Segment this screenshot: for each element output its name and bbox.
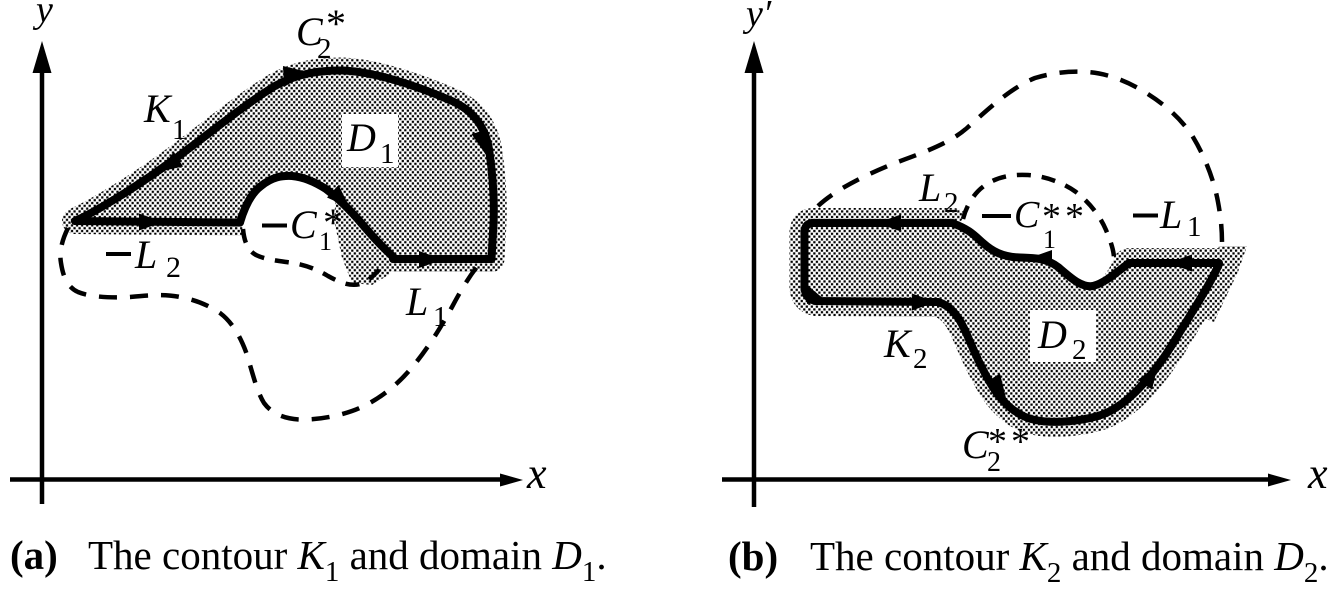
svg-text:K: K	[143, 86, 173, 131]
svg-text:*: *	[326, 1, 346, 46]
svg-text:1: 1	[433, 301, 448, 333]
svg-text:C: C	[296, 9, 324, 54]
svg-text:x: x	[1307, 449, 1328, 498]
svg-text:2: 2	[944, 187, 959, 219]
svg-text:x: x	[526, 449, 547, 498]
svg-text:2: 2	[987, 447, 1001, 478]
svg-text:K: K	[883, 321, 913, 366]
svg-text:y′: y′	[742, 0, 772, 35]
svg-text:**: **	[1042, 196, 1088, 238]
svg-text:The contour K2 and domain D2.: The contour K2 and domain D2.	[810, 533, 1329, 589]
svg-text:(a): (a)	[10, 532, 58, 578]
svg-text:L: L	[918, 165, 941, 210]
svg-text:D: D	[1037, 312, 1067, 357]
svg-text:y: y	[32, 0, 53, 31]
svg-text:C: C	[962, 422, 990, 467]
svg-text:2: 2	[1072, 334, 1087, 366]
svg-text:C: C	[290, 202, 318, 247]
svg-text:1: 1	[380, 138, 395, 170]
svg-text:**: **	[988, 421, 1034, 463]
svg-text:C: C	[1014, 194, 1040, 236]
svg-text:1: 1	[319, 227, 332, 256]
svg-text:2: 2	[166, 251, 181, 284]
svg-text:L: L	[405, 279, 428, 324]
svg-text:(b): (b)	[728, 533, 778, 579]
svg-text:2: 2	[913, 343, 928, 375]
svg-text:1: 1	[1043, 225, 1056, 254]
svg-text:The contour K1 and domain D1.: The contour K1 and domain D1.	[88, 532, 607, 588]
svg-text:*: *	[323, 200, 343, 245]
svg-text:2: 2	[317, 33, 332, 65]
svg-text:1: 1	[1187, 211, 1202, 243]
svg-text:D: D	[346, 115, 376, 160]
svg-text:L: L	[1159, 192, 1182, 237]
svg-text:1: 1	[172, 114, 187, 146]
svg-text:L: L	[134, 232, 157, 277]
